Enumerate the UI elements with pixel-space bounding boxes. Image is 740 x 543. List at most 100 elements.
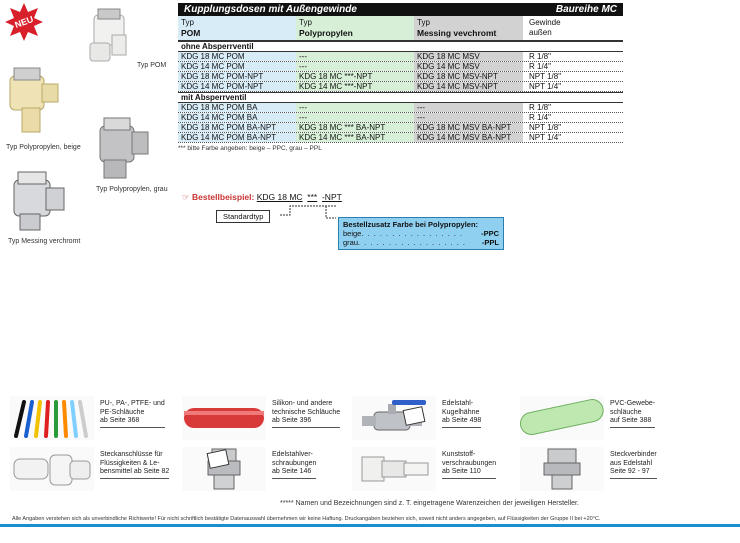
- coupling-pom-image: [89, 8, 127, 62]
- ball-valve-image: [352, 396, 436, 440]
- cell-gewinde: R 1/4": [529, 113, 551, 122]
- header-gewinde: außen: [529, 28, 552, 37]
- bestellzusatz-box: Bestellzusatz Farbe bei Polypropylen: be…: [338, 217, 504, 250]
- cell-pom: KDG 14 MC POM: [178, 62, 296, 71]
- cell-polypropylen: ---: [296, 52, 414, 61]
- order-example-code: KDG 18 MC: [256, 192, 303, 202]
- card-text: Edelstahlver- schraubungen ab Seite 146: [272, 451, 317, 479]
- cell-pom: KDG 18 MC POM: [178, 52, 296, 61]
- cell-gewinde: R 1/8": [529, 52, 551, 61]
- cell-messing: KDG 14 MC MSV: [414, 62, 523, 71]
- cell-messing: KDG 18 MC MSV BA-NPT: [414, 123, 523, 132]
- color-beige: beige: [343, 229, 362, 238]
- cell-polypropylen: KDG 18 MC *** BA-NPT: [296, 123, 414, 132]
- trademark-note: ***** Namen und Bezeichnungen sind z. T.…: [280, 500, 579, 507]
- header-pom: POM: [181, 28, 201, 38]
- cell-pom: KDG 14 MC POM-NPT: [178, 82, 296, 91]
- table-row: KDG 18 MC POM BA------R 1/8": [178, 103, 623, 113]
- coupling-messing-image: [13, 171, 65, 231]
- plastic-fitting-image: [352, 447, 436, 491]
- cell-pom: KDG 14 MC POM BA-NPT: [178, 133, 296, 142]
- header-pom-top: Typ: [181, 18, 194, 27]
- card-pvc-schlaeuche[interactable]: PVC-Gewebe- schläuche auf Seite 388: [520, 396, 710, 440]
- order-connector-lines: [280, 205, 336, 219]
- cell-polypropylen: KDG 18 MC ***-NPT: [296, 72, 414, 81]
- silicone-hose-image: [182, 396, 266, 440]
- order-example: ☞ Bestellbeispiel: KDG 18 MC *** -NPT: [182, 192, 342, 203]
- pvc-hose-image: [520, 396, 604, 440]
- cell-pom: KDG 14 MC POM BA: [178, 113, 296, 122]
- card-silikon-schlaeuche[interactable]: Silikon- und andere technische Schläuche…: [182, 396, 352, 440]
- card-text: Steckanschlüsse für Flüssigkeiten & Le- …: [100, 451, 170, 479]
- code-ppl: -PPL: [481, 238, 499, 247]
- cell-polypropylen: KDG 14 MC ***-NPT: [296, 82, 414, 91]
- table-row: KDG 18 MC POM---KDG 18 MC MSV R 1/8": [178, 52, 623, 62]
- cell-gewinde: R 1/4": [529, 62, 551, 71]
- table-row: KDG 14 MC POM BA------R 1/4": [178, 113, 623, 123]
- cell-messing: KDG 18 MC MSV-NPT: [414, 72, 523, 81]
- cell-polypropylen: ---: [296, 62, 414, 71]
- coupling-polypropylen-grau-image: [99, 117, 149, 179]
- new-badge-icon: NEU: [5, 3, 43, 41]
- standardtyp-box: Standardtyp: [216, 210, 271, 223]
- card-text: Silikon- und andere technische Schläuche…: [272, 400, 341, 428]
- section-ohne-absperrventil: ohne Absperrventil: [178, 41, 623, 52]
- cell-messing: KDG 14 MC MSV BA-NPT: [414, 133, 523, 142]
- coupling-polypropylen-beige-image: [9, 67, 59, 133]
- cell-messing: ---: [414, 113, 523, 122]
- cell-gewinde: NPT 1/4": [529, 133, 562, 142]
- push-fittings-image: [10, 447, 94, 491]
- cell-polypropylen: ---: [296, 103, 414, 112]
- header-pp-top: Typ: [299, 18, 312, 27]
- card-text: PVC-Gewebe- schläuche auf Seite 388: [610, 400, 656, 428]
- order-example-suffix: -NPT: [321, 192, 342, 202]
- caption-messing: Typ Messing verchromt: [8, 238, 81, 245]
- cell-polypropylen: KDG 14 MC *** BA-NPT: [296, 133, 414, 142]
- table-title-bar: Kupplungsdosen mit Außengewinde Baureihe…: [178, 3, 623, 16]
- cell-gewinde: NPT 1/8": [529, 72, 562, 81]
- product-table: Kupplungsdosen mit Außengewinde Baureihe…: [178, 3, 623, 152]
- card-text: Steckverbinder aus Edelstahl Seite 92 - …: [610, 451, 657, 479]
- header-gewinde-top: Gewinde: [529, 18, 561, 27]
- table-series: Baureihe MC: [555, 4, 617, 15]
- table-row: KDG 14 MC POM---KDG 14 MC MSV R 1/4": [178, 62, 623, 72]
- card-kugelhaehne[interactable]: Edelstahl- Kugelhähne ab Seite 498: [352, 396, 522, 440]
- footer-accent-bar: [0, 524, 740, 527]
- card-text: Kunststoff- verschraubungen ab Seite 110: [442, 451, 497, 479]
- cell-gewinde: NPT 1/8": [529, 123, 562, 132]
- header-polypropylen: Polypropylen: [299, 28, 353, 38]
- card-edelstahlverschraubungen[interactable]: Edelstahlver- schraubungen ab Seite 146: [182, 447, 352, 491]
- card-pu-schlaeuche[interactable]: PU-, PA-, PTFE- und PE-Schläuche ab Seit…: [10, 396, 180, 440]
- order-example-label: Bestellbeispiel:: [192, 192, 255, 202]
- table-title: Kupplungsdosen mit Außengewinde: [184, 4, 357, 15]
- cell-pom: KDG 18 MC POM BA: [178, 103, 296, 112]
- cell-messing: KDG 14 MC MSV-NPT: [414, 82, 523, 91]
- cell-messing: KDG 18 MC MSV: [414, 52, 523, 61]
- bestellzusatz-title: Bestellzusatz Farbe bei Polypropylen:: [343, 220, 479, 229]
- caption-polypropylen-grau: Typ Polypropylen, grau: [96, 186, 168, 193]
- cell-pom: KDG 18 MC POM BA-NPT: [178, 123, 296, 132]
- card-kunststoffverschraubungen[interactable]: Kunststoff- verschraubungen ab Seite 110: [352, 447, 522, 491]
- cell-polypropylen: ---: [296, 113, 414, 122]
- cell-messing: ---: [414, 103, 523, 112]
- table-note: *** bitte Farbe angeben: beige – PPC, gr…: [178, 145, 322, 152]
- card-text: Edelstahl- Kugelhähne ab Seite 498: [442, 400, 482, 428]
- caption-pom: Typ POM: [137, 62, 167, 69]
- cell-gewinde: NPT 1/4": [529, 82, 562, 91]
- cell-gewinde: R 1/8": [529, 103, 551, 112]
- card-steckverbinder-edelstahl[interactable]: Steckverbinder aus Edelstahl Seite 92 - …: [520, 447, 710, 491]
- card-text: PU-, PA-, PTFE- und PE-Schläuche ab Seit…: [100, 400, 165, 428]
- card-steckanschluesse[interactable]: Steckanschlüsse für Flüssigkeiten & Le- …: [10, 447, 180, 491]
- color-grau: grau: [343, 238, 359, 247]
- header-messing: Messing vevchromt: [417, 28, 497, 38]
- header-ms-top: Typ: [417, 18, 430, 27]
- order-example-stars: ***: [307, 192, 318, 202]
- caption-polypropylen-beige: Typ Polypropylen, beige: [6, 144, 81, 151]
- hand-pointer-icon: ☞: [182, 192, 190, 202]
- disclaimer: Alle Angaben verstehen sich als unverbin…: [12, 516, 601, 522]
